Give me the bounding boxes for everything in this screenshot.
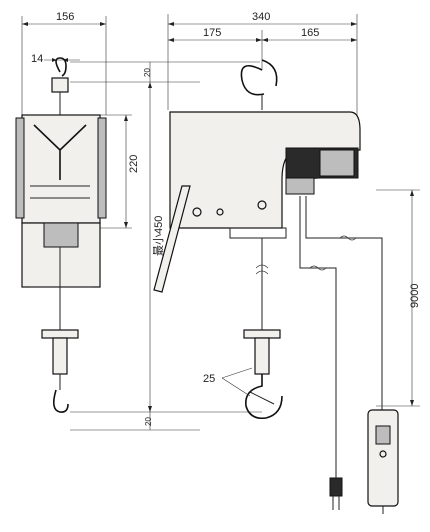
top-clearance-label: 20 [143, 68, 152, 77]
dimension-left-right-parts: 175 165 [168, 27, 357, 70]
dimension-min-height: 最小450 [148, 82, 165, 412]
side-width-label: 156 [56, 11, 74, 23]
dimension-hook-size: 25 [203, 367, 253, 397]
side-view [15, 57, 107, 413]
top-hook-shackle [51, 77, 69, 93]
body-height-label: 220 [128, 155, 140, 173]
lever-arm [153, 185, 191, 293]
dimension-body-height: 220 [100, 114, 140, 229]
bolt-right [257, 200, 267, 210]
hook-size-label: 25 [203, 373, 215, 385]
hook-opening-label: 14 [31, 53, 43, 65]
control-cords [299, 196, 383, 510]
bottom-hook [245, 374, 283, 420]
side-body [21, 114, 101, 224]
bolt-left [192, 207, 202, 217]
pendant-button-up [375, 425, 391, 445]
right-part-label: 165 [301, 27, 319, 39]
lower-block [254, 337, 270, 375]
total-width-label: 340 [252, 11, 270, 23]
front-view [153, 59, 361, 420]
dimension-top-clearance: 20 [70, 61, 260, 83]
dimension-side-width: 156 [21, 11, 107, 115]
pendant-switch [367, 409, 399, 514]
min-height-label: 最小450 [152, 216, 165, 256]
left-part-label: 175 [203, 27, 221, 39]
dimension-cord-length: 9000 [376, 189, 421, 407]
bottom-clearance-label: 20 [144, 417, 153, 426]
top-hook [240, 64, 265, 96]
dimension-bottom-clearance: 20 [70, 411, 262, 431]
cord-length-label: 9000 [409, 284, 421, 308]
